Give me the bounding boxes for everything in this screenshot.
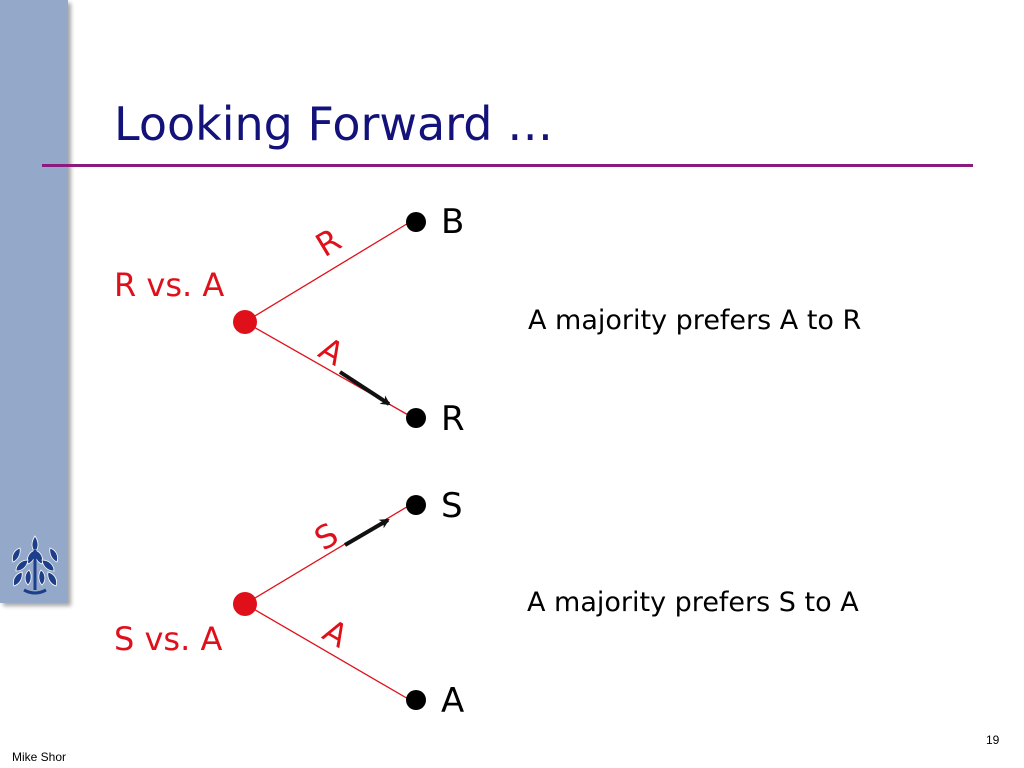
tree2-leaf-up-node [406,495,426,515]
oak-leaf-seal-icon [12,535,58,595]
tree1-leaf-up-label: B [441,202,465,242]
tree1-leaf-down-node [406,408,426,428]
tree2-label: S vs. A [114,620,223,658]
slide-title: Looking Forward … [114,97,554,151]
title-divider [42,164,973,167]
tree2-choice-arrow [343,518,390,547]
tree2-branch-up-label: S [308,515,345,558]
tree2-leaf-down-label: A [441,681,465,721]
tree2-leaf-down-node [406,690,426,710]
tree2-note: A majority prefers S to A [527,587,859,618]
slide-number: 19 [986,733,1000,747]
tree1-decision-node [233,310,257,334]
tree2-leaf-up-label: S [441,486,463,526]
footer-author: Mike Shor [12,750,67,764]
tree1-note: A majority prefers A to R [528,305,862,336]
tree2-branch-down [244,603,411,701]
tree1-choice-arrow [338,370,391,406]
tree1-label: R vs. A [114,266,225,304]
tree1-leaf-up-node [406,212,426,232]
tree1-branch-up-label: R [309,221,348,265]
tree2-decision-node [233,592,257,616]
sidebar-band [0,0,68,603]
tree1-branch-up [244,221,411,323]
tree1-leaf-down-label: R [441,399,465,439]
tree1-branch-down-label: A [313,330,351,374]
